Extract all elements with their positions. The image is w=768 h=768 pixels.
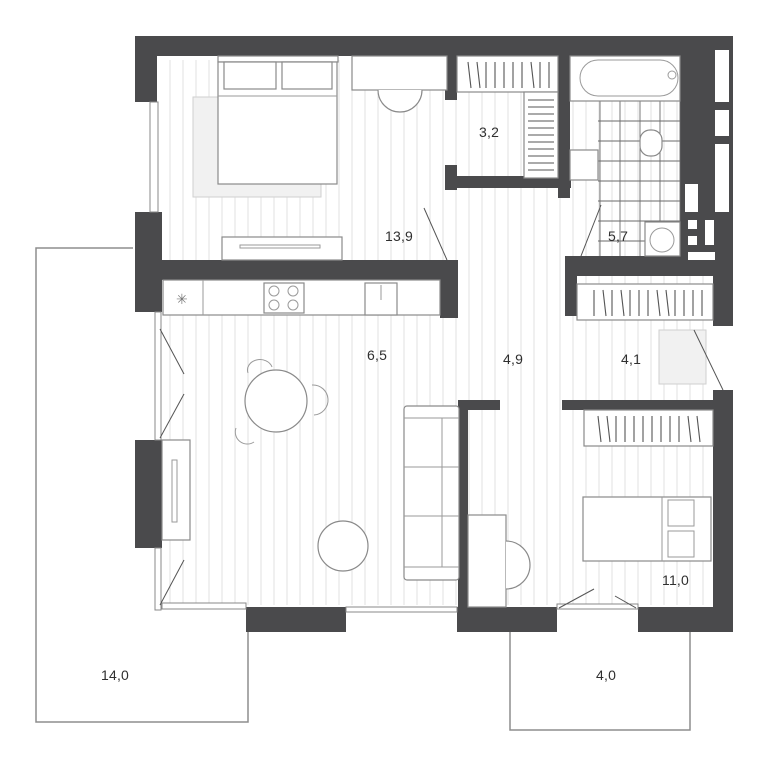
area-label-bathroom: 5,7	[608, 228, 628, 244]
svg-text:✳: ✳	[176, 292, 188, 308]
area-label-balcony-large: 14,0	[101, 667, 129, 683]
area-label-children-room: 11,0	[662, 572, 689, 588]
area-label-wardrobe: 3,2	[479, 124, 499, 140]
area-label-entry-hall: 4,1	[621, 351, 641, 367]
area-label-hallway: 4,9	[503, 351, 523, 367]
area-label-bedroom: 13,9	[385, 228, 413, 244]
area-label-kitchen-living: 6,5	[367, 347, 387, 363]
area-label-balcony-small: 4,0	[596, 667, 616, 683]
